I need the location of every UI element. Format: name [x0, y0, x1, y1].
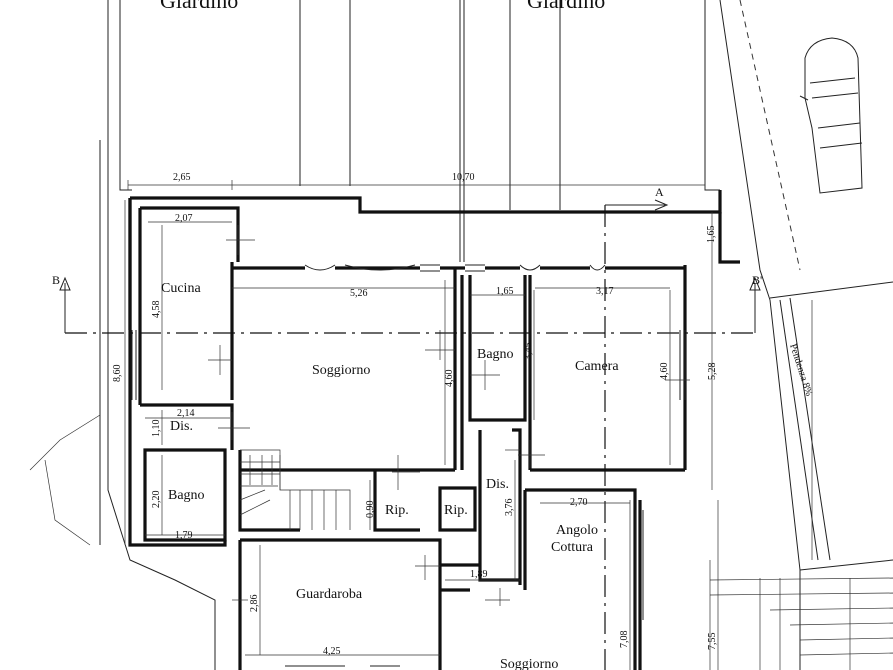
dim-2-14: 2,14 [177, 408, 195, 419]
dim-10-70: 10,70 [452, 172, 475, 183]
room-label-bagno-top: Bagno [477, 347, 514, 362]
dim-0-90: 0,90 [365, 501, 376, 519]
dim-3-76: 3,76 [504, 499, 515, 517]
dim-5-28: 5,28 [707, 363, 718, 381]
section-mark-b: B [52, 273, 60, 287]
dim-1-79: 1,79 [175, 530, 193, 541]
interior-walls [138, 206, 685, 670]
dim-4-60-b: 4,60 [659, 363, 670, 381]
dim-7-08: 7,08 [619, 631, 630, 649]
car-icon [799, 37, 863, 194]
dimension-lines [124, 180, 813, 670]
dim-2-65: 2,65 [173, 172, 191, 183]
door-marks [208, 225, 690, 606]
garden-label-left: Giardino [160, 0, 238, 13]
room-label-soggiorno-bottom: Soggiorno [500, 657, 558, 670]
windows [131, 264, 686, 667]
site-lines [29, 0, 893, 670]
section-axis [59, 199, 761, 670]
dim-7-55: 7,55 [707, 633, 718, 651]
room-label-camera: Camera [575, 359, 619, 374]
dim-2-70: 2,70 [570, 497, 588, 508]
room-label-dis-mid: Dis. [486, 477, 509, 492]
dim-4-60-a: 4,60 [444, 370, 455, 388]
dim-2-07: 2,07 [175, 213, 193, 224]
room-label-guardaroba: Guardaroba [296, 587, 363, 602]
dim-4-25: 4,25 [323, 646, 341, 657]
dim-5-26: 5,26 [350, 288, 368, 299]
room-label-bagno-left: Bagno [168, 488, 205, 503]
garden-label-right: Giardino [527, 0, 605, 13]
room-label-cottura: Cottura [551, 540, 594, 555]
dim-4-58: 4,58 [151, 301, 162, 319]
dim-3-45: 3,45 [523, 343, 534, 361]
dim-2-86: 2,86 [249, 595, 260, 613]
room-label-angolo: Angolo [556, 523, 598, 538]
room-label-cucina: Cucina [161, 281, 201, 296]
room-label-soggiorno: Soggiorno [312, 363, 370, 378]
exterior-walls [128, 190, 740, 547]
slope-label: Pendenza 8% [787, 343, 814, 398]
room-label-rip-2: Rip. [444, 503, 468, 518]
room-label-dis-left: Dis. [170, 419, 193, 434]
room-label-rip-1: Rip. [385, 503, 409, 518]
stairs [239, 449, 351, 530]
section-mark-b-prime: B' [752, 273, 762, 287]
dim-3-17: 3,17 [596, 286, 614, 297]
dim-8-60: 8,60 [112, 365, 123, 383]
dim-1-65-b: 1,65 [706, 226, 717, 244]
dim-1-89: 1,89 [470, 569, 488, 580]
dim-1-10: 1,10 [151, 420, 162, 438]
dim-1-65-a: 1,65 [496, 286, 514, 297]
dim-2-20: 2,20 [151, 491, 162, 509]
section-mark-a: A [655, 185, 664, 199]
